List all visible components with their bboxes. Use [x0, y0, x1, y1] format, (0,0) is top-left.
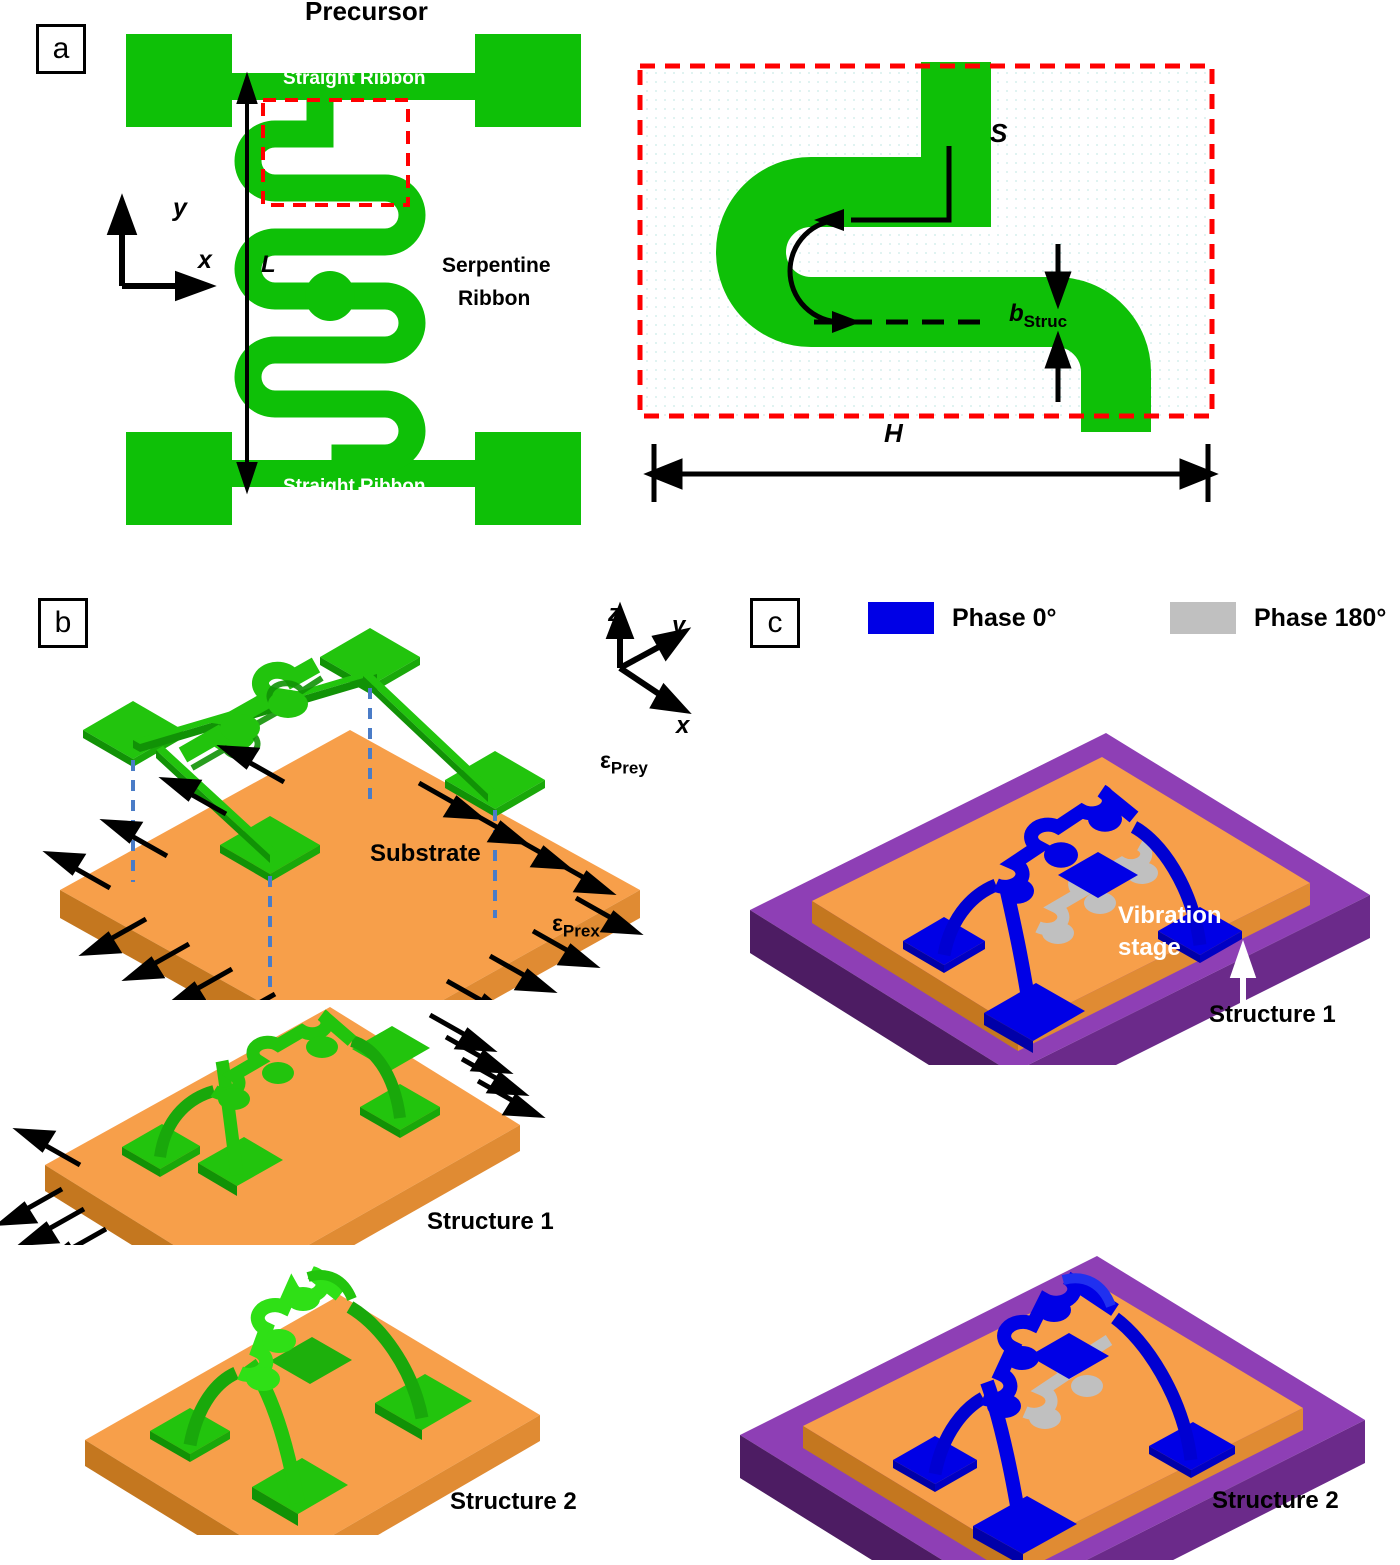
panel-b-structure2-scene [40, 1255, 640, 1535]
detail-region-box [261, 98, 410, 207]
vibration-arrow-1 [1229, 939, 1257, 1049]
phase0-structure-2 [893, 1271, 1235, 1560]
structure2-ribbon [150, 1266, 472, 1526]
detail-centerline [787, 146, 952, 325]
axis-indicator-xyz [605, 601, 692, 715]
serpentine-detail-diagram [636, 62, 1226, 512]
legend-label-phase-180: Phase 180° [1254, 603, 1387, 632]
length-label-L: L [261, 251, 276, 278]
structure1-strain-arrows [0, 1012, 546, 1245]
detail-label-b-sub: Struc [1023, 311, 1068, 331]
detail-frame [637, 63, 1215, 419]
substrate-label: Substrate [370, 840, 481, 867]
legend-item-phase-180: Phase 180° [1170, 602, 1386, 634]
panel-tag-a: a [36, 24, 86, 74]
panel-tag-b: b [38, 598, 88, 648]
length-dimension-arrow [236, 71, 258, 495]
b-struc-dimension [1044, 244, 1072, 402]
axis-indicator-xy [106, 193, 217, 302]
axis-label-y-b: y [672, 612, 686, 639]
legend-label-phase-0: Phase 0° [952, 603, 1057, 632]
panel-c-structure1-scene [740, 665, 1390, 1065]
projection-guides [131, 688, 497, 990]
precursor-diagram [100, 20, 640, 540]
strain-label-prey: εPrey [600, 747, 648, 779]
serpentine-ribbon-label-line2: Ribbon [458, 287, 531, 310]
detail-label-b-main: b [1009, 300, 1024, 327]
panel-c-structure2-scene [725, 1230, 1385, 1560]
panel-a-title: Precursor [305, 0, 428, 26]
detail-label-b-struc: bStruc [1009, 300, 1067, 332]
vibration-stage-label-line1: Vibration [1118, 902, 1222, 929]
panel-b-top-scene [20, 600, 720, 1000]
legend-swatch-phase-180 [1170, 602, 1236, 634]
panel-b-structure2-label: Structure 2 [450, 1488, 577, 1515]
axis-label-x: x [198, 246, 212, 274]
panel-c-structure2-label: Structure 2 [1212, 1487, 1339, 1514]
strain-arrows [42, 745, 644, 1000]
detail-label-h: H [884, 418, 903, 448]
structure1-substrate [45, 1007, 520, 1245]
panel-tag-c: c [750, 598, 800, 648]
panel-c-structure1-label: Structure 1 [1209, 1001, 1336, 1028]
strain-epsilon-y: ε [600, 747, 611, 773]
legend-item-phase-0: Phase 0° [868, 602, 1057, 634]
strain-subscript-prey: Prey [610, 758, 648, 778]
detail-ribbon [716, 62, 1151, 432]
centerline-arrow-left [814, 209, 844, 231]
straight-ribbon-bottom-label: Straight Ribbon [283, 476, 426, 497]
axis-label-x-b: x [676, 712, 690, 739]
straight-ribbon-top [210, 73, 500, 100]
axis-label-y: y [173, 194, 187, 222]
axis-label-z-b: z [608, 600, 620, 627]
panel-b-structure1-scene [0, 985, 600, 1245]
legend-swatch-phase-0 [868, 602, 934, 634]
h-dimension [643, 444, 1219, 502]
centerline-arrow-right [832, 311, 861, 333]
panel-b-structure1-label: Structure 1 [427, 1208, 554, 1235]
detail-label-s: S [990, 118, 1008, 148]
serpentine-ribbon-label-line1: Serpentine [442, 254, 551, 277]
strain-subscript-prex: Prex [562, 921, 600, 941]
structure1-ribbon [122, 1009, 440, 1196]
straight-ribbon-top-label: Straight Ribbon [283, 68, 426, 89]
vibration-stage-label-line2: stage [1118, 934, 1181, 961]
structure2-substrate [85, 1295, 540, 1535]
strain-epsilon-x: ε [552, 910, 563, 936]
phase0-structure-1 [903, 784, 1242, 1053]
strain-label-prex: εPrex [552, 910, 600, 942]
serpentine-ribbon [234, 90, 426, 490]
substrate-slab [60, 730, 640, 1000]
floating-precursor [83, 628, 545, 882]
